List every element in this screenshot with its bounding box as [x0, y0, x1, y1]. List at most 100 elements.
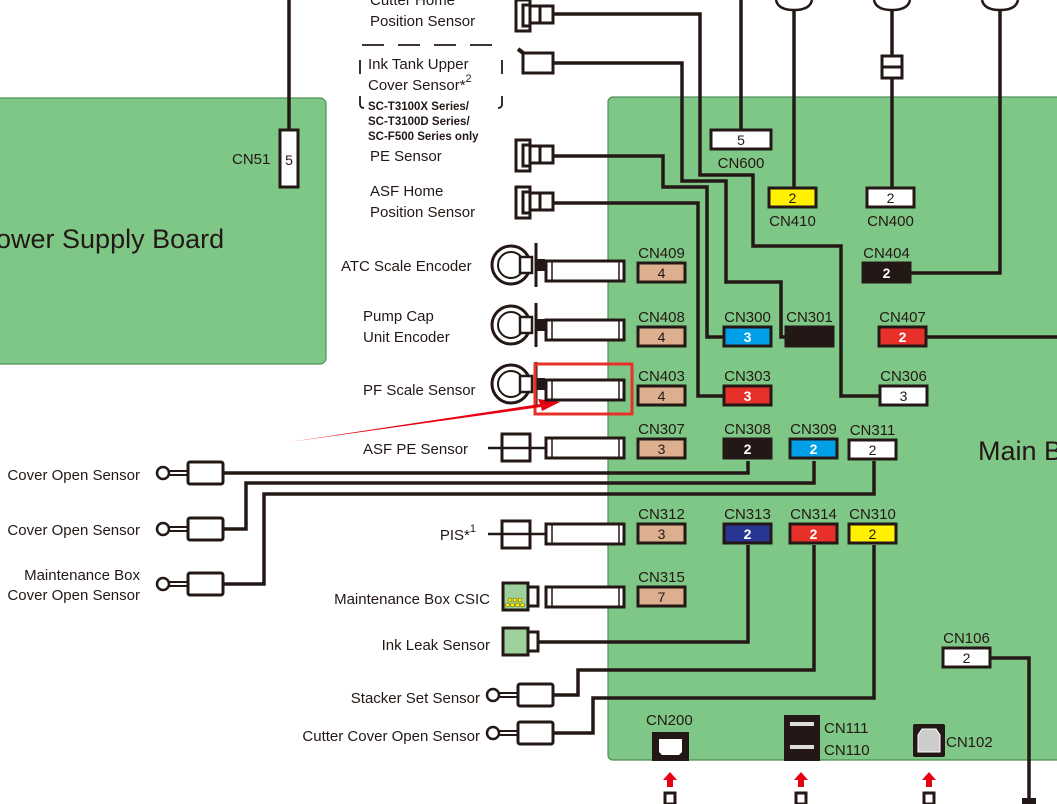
connector-pins: 2	[883, 265, 891, 281]
pf-scale-label: PF Scale Sensor	[363, 382, 476, 399]
relay-connector	[544, 318, 626, 342]
connector-cn314: 2 CN314	[788, 506, 839, 545]
relay-connector	[544, 522, 626, 546]
connector-cn303: 3 CN303	[722, 368, 773, 407]
pump-cap-label-1: Pump Cap	[363, 308, 434, 325]
cn200-label: CN200	[646, 712, 693, 729]
ink-leak-label: Ink Leak Sensor	[382, 637, 490, 654]
connector-pins: 2	[963, 650, 971, 666]
stacker-label: Stacker Set Sensor	[351, 690, 480, 707]
mbox-csic-label: Maintenance Box CSIC	[334, 591, 490, 608]
connector-pins: 5	[737, 132, 745, 148]
encoder-icon	[490, 243, 545, 287]
optional-bracket	[359, 44, 503, 109]
connector-pins: 2	[869, 526, 877, 542]
asf-home-label-1: ASF Home	[370, 183, 443, 200]
connector-label: CN311	[850, 422, 896, 439]
connector-label: CN400	[867, 213, 914, 230]
connector-label: CN314	[790, 506, 837, 523]
main-board	[607, 96, 1057, 761]
micro-switch-icon	[485, 720, 555, 746]
connector-pins: 2	[810, 441, 818, 457]
photo-sensor-icon	[514, 0, 555, 33]
connector-label: CN306	[880, 368, 927, 385]
connector-label: CN308	[724, 421, 771, 438]
highlight-arrow	[290, 399, 560, 442]
connector-label: CN301	[786, 309, 833, 326]
connector-pins: 2	[899, 329, 907, 345]
encoder-icon	[490, 303, 545, 347]
pe-sensor-label: PE Sensor	[370, 148, 442, 165]
encoder-icon	[490, 362, 545, 406]
connector-cn301: CN301	[784, 309, 835, 348]
connector-cn313: 2 CN313	[722, 506, 773, 545]
connector-pins: 3	[744, 329, 752, 345]
pis-label: PIS*1	[440, 523, 476, 544]
connector-label: CN307	[638, 421, 685, 438]
power-supply-board-label: ower Supply Board	[0, 224, 224, 254]
cutter-home-label-1: Cutter Home	[370, 0, 455, 9]
connector-label: CN313	[724, 506, 771, 523]
ink-leak-sensor-icon	[501, 626, 540, 657]
connector-pins: 2	[810, 526, 818, 542]
connector-label: CN303	[724, 368, 771, 385]
ink-tank-label-1: Ink Tank Upper	[368, 56, 469, 73]
pump-cap-label-2: Unit Encoder	[363, 329, 450, 346]
connector-cn51	[278, 128, 300, 189]
lan-port-cn111-cn110[interactable]	[784, 715, 820, 761]
cn51-label: CN51	[232, 151, 270, 168]
atc-encoder-label: ATC Scale Encoder	[341, 258, 472, 275]
highlight-box	[533, 362, 634, 416]
micro-switch-icon	[155, 460, 225, 486]
cable-arrow-icon	[922, 772, 936, 804]
pis-sensor-icon	[488, 519, 546, 550]
connector-pins: 7	[658, 589, 666, 605]
relay-connector	[544, 378, 626, 402]
connector-pins: 3	[744, 388, 752, 404]
cutter-cover-label: Cutter Cover Open Sensor	[302, 728, 480, 745]
connector-label: CN404	[863, 245, 910, 262]
connector-label: CN310	[849, 506, 896, 523]
connector-cn307: 3 CN307	[636, 421, 687, 460]
connector-label: CN410	[769, 213, 816, 230]
connectors-group: 5CN6002CN4102CN4002CN4044CN4094CN4084CN4…	[636, 128, 992, 669]
photo-sensor-icon	[514, 138, 555, 173]
asf-pe-sensor-icon	[488, 432, 546, 463]
connector-label: CN106	[943, 630, 990, 647]
connector-pins: 3	[658, 526, 666, 542]
connector-pins: 2	[744, 441, 752, 457]
connector-pins: 3	[658, 441, 666, 457]
micro-switch-icon	[485, 682, 555, 708]
asf-home-label-2: Position Sensor	[370, 204, 475, 221]
connector-pins: 2	[744, 526, 752, 542]
relay-connector	[544, 436, 626, 460]
cover-open-1-label: Cover Open Sensor	[7, 467, 140, 484]
connector-pins: 2	[789, 190, 797, 206]
micro-switch-icon	[155, 516, 225, 542]
ink-tank-label-2: Cover Sensor*2	[368, 73, 472, 94]
relay-connector	[544, 585, 626, 609]
mbox-cover-label-2: Cover Open Sensor	[7, 587, 140, 604]
csic-chip-icon	[501, 581, 540, 612]
cable-arrow-icon	[663, 772, 677, 804]
connector-pins: 4	[658, 388, 666, 404]
power-supply-board	[0, 97, 327, 365]
connector-cn315: 7 CN315	[636, 569, 687, 608]
asf-pe-label: ASF PE Sensor	[363, 441, 468, 458]
cn110-label: CN110	[824, 742, 870, 759]
cutter-home-label-2: Position Sensor	[370, 13, 475, 30]
connector-label: CN315	[638, 569, 685, 586]
connector-label: CN600	[718, 155, 765, 172]
ink-tank-note-1: SC-T3100X Series/	[368, 101, 470, 113]
